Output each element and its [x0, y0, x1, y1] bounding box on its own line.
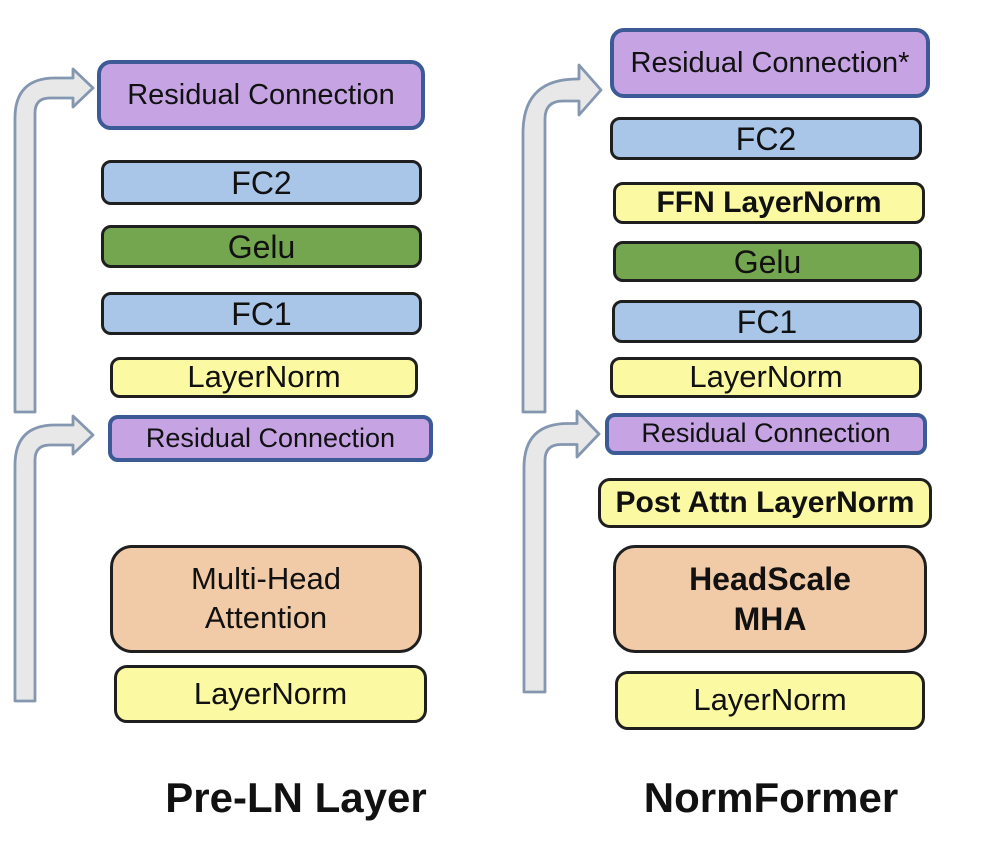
box-normformer-gelu: Gelu — [613, 241, 922, 282]
box-label-line: MHA — [733, 601, 807, 637]
caption-pre-ln-layer: Pre-LN Layer — [165, 774, 427, 821]
pre-ln-ffn-residual-skip-arrow-icon — [13, 67, 95, 414]
box-pre-ln-fc2: FC2 — [101, 160, 422, 205]
normformer-ffn-residual-skip-arrow-icon — [521, 63, 603, 414]
normformer-attention-residual-skip-arrow-icon — [522, 409, 601, 694]
box-pre-ln-layernorm: LayerNorm — [110, 357, 418, 398]
box-normformer-ffn-layernorm: FFN LayerNorm — [613, 182, 925, 224]
box-pre-ln-fc1: FC1 — [101, 292, 422, 335]
box-label-line: Attention — [204, 600, 328, 635]
box-normformer-layernorm: LayerNorm — [615, 671, 925, 730]
box-pre-ln-layernorm: LayerNorm — [114, 665, 427, 723]
box-label-line: Multi-Head — [191, 561, 341, 597]
box-normformer-layernorm: LayerNorm — [610, 357, 922, 398]
box-pre-ln-residual-connection: Residual Connection — [97, 60, 425, 130]
box-label-line: HeadScale — [689, 561, 851, 597]
box-normformer-residual-connection: Residual Connection — [605, 413, 927, 455]
box-normformer-fc1: FC1 — [612, 300, 922, 343]
pre-ln-attention-residual-skip-arrow-icon — [13, 414, 95, 703]
box-normformer-fc2: FC2 — [610, 117, 922, 160]
caption-normformer: NormFormer — [643, 774, 899, 821]
box-normformer-post-attn-layernorm: Post Attn LayerNorm — [598, 478, 932, 528]
box-pre-ln-residual-connection: Residual Connection — [108, 415, 433, 462]
box-pre-ln-gelu: Gelu — [101, 225, 422, 268]
box-normformer-residual-connection: Residual Connection* — [610, 28, 930, 98]
